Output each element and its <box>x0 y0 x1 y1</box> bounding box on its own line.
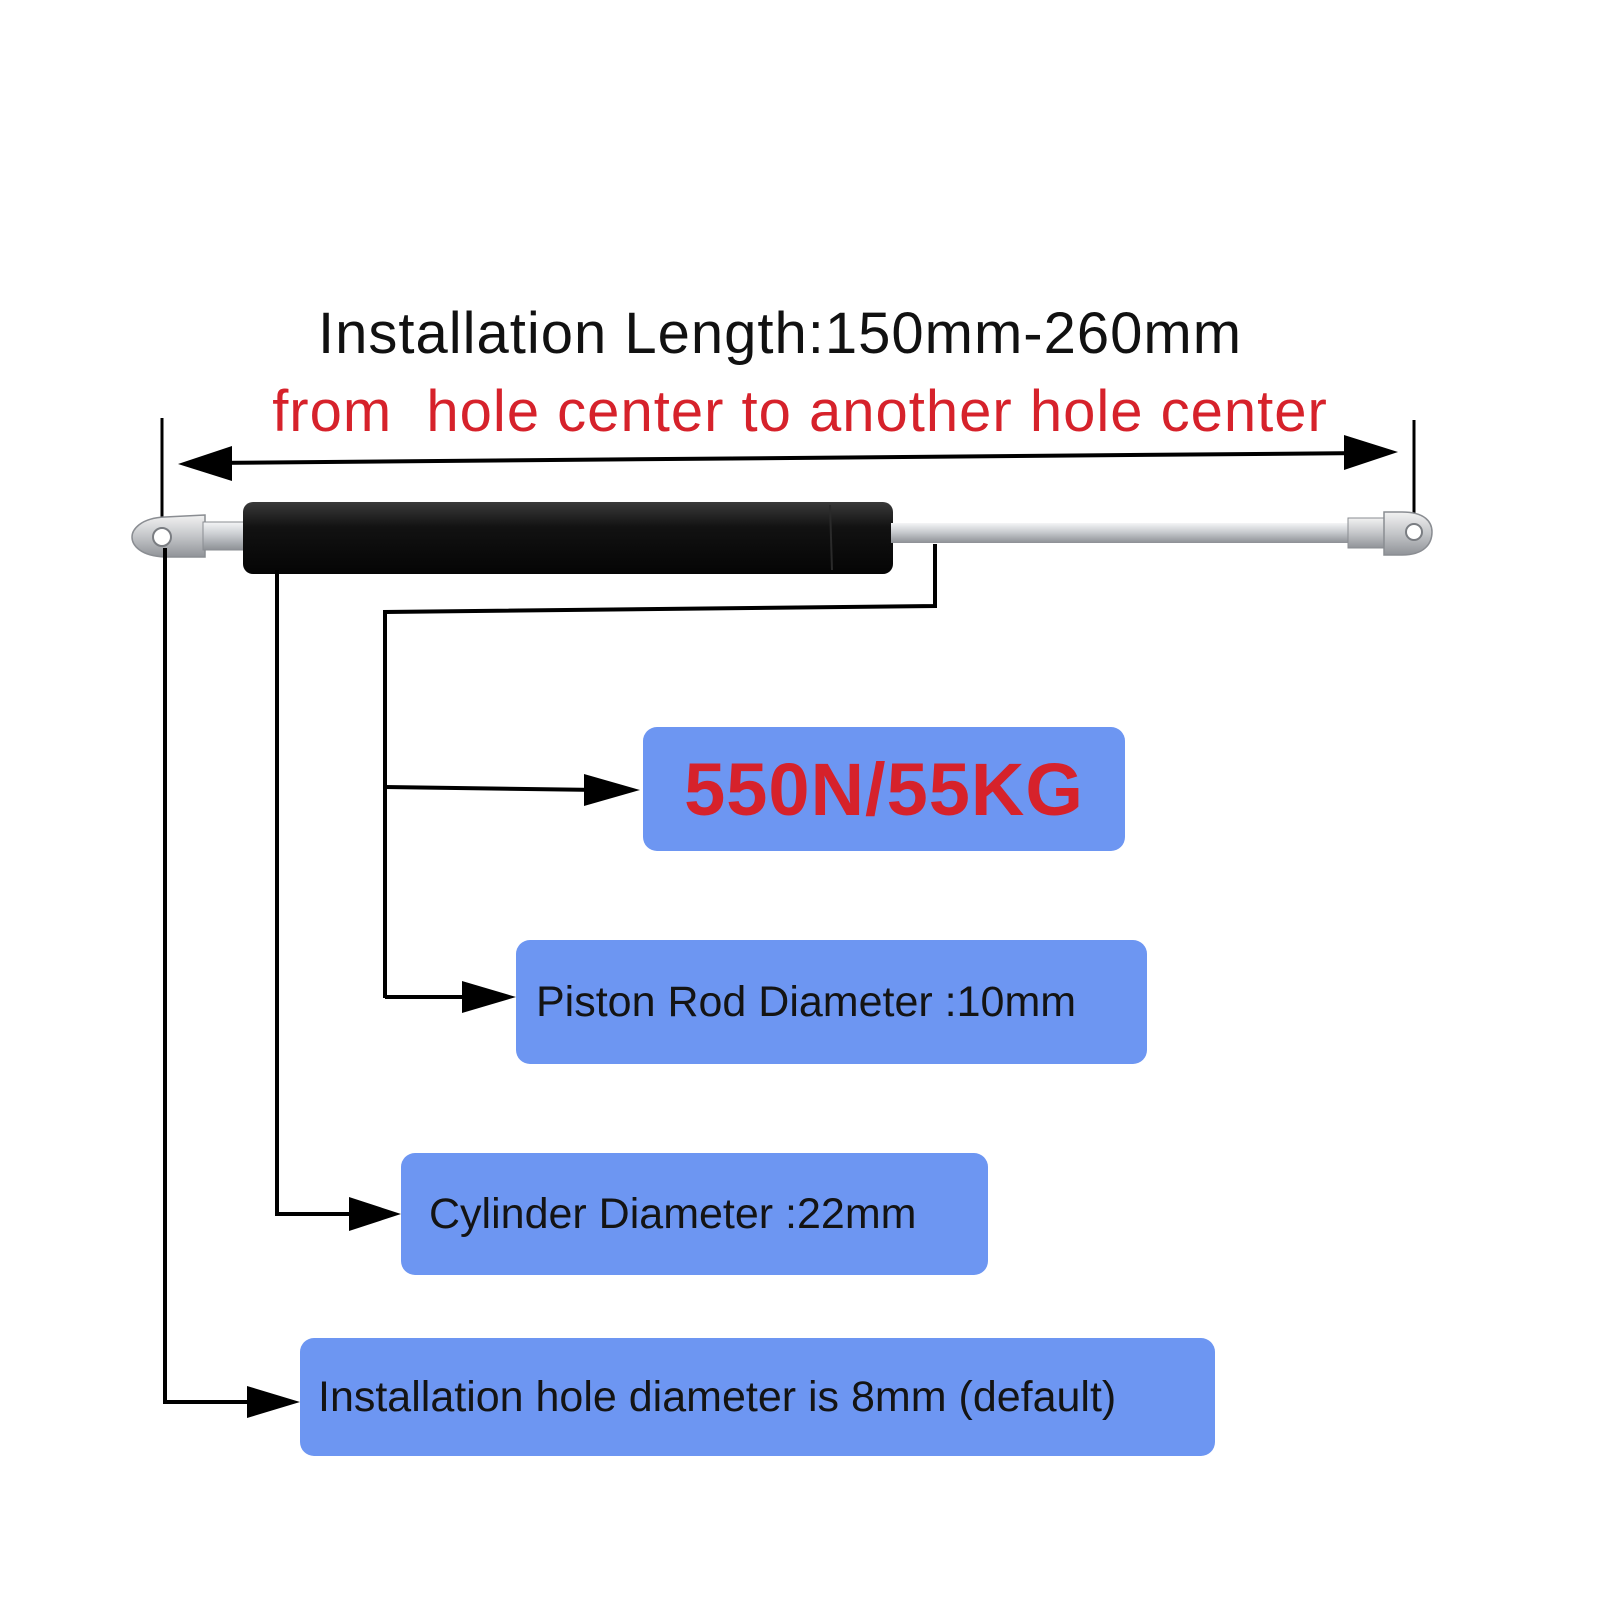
left-eyelet <box>131 514 249 558</box>
cylinder-body <box>243 502 893 574</box>
force-rating-box: 550N/55KG <box>643 727 1125 851</box>
force-leader <box>383 544 937 998</box>
piston-rod <box>891 523 1351 543</box>
force-arrow-head <box>584 774 640 806</box>
installation-length-title: Installation Length:150mm-260mm <box>317 301 1243 366</box>
force-rating-label: 550N/55KG <box>684 747 1084 831</box>
gas-spring <box>131 502 1433 574</box>
cylinder-leader <box>275 570 370 1216</box>
piston-rod-box: Piston Rod Diameter :10mm <box>516 940 1147 1064</box>
hole-center-subtitle: from hole center to another hole center <box>272 379 1328 444</box>
cylinder-box: Cylinder Diameter :22mm <box>401 1153 988 1275</box>
length-dimension-arrow <box>178 435 1398 481</box>
cylinder-label: Cylinder Diameter :22mm <box>429 1189 917 1238</box>
rod-arrow-head <box>462 981 516 1013</box>
hole-arrow-head <box>247 1386 300 1418</box>
hole-leader <box>163 548 270 1404</box>
piston-rod-label: Piston Rod Diameter :10mm <box>536 977 1077 1026</box>
cylinder-arrow-head <box>349 1197 401 1231</box>
mount-hole-label: Installation hole diameter is 8mm (defau… <box>318 1372 1117 1421</box>
mount-hole-box: Installation hole diameter is 8mm (defau… <box>300 1338 1215 1456</box>
right-eyelet <box>1347 511 1433 556</box>
